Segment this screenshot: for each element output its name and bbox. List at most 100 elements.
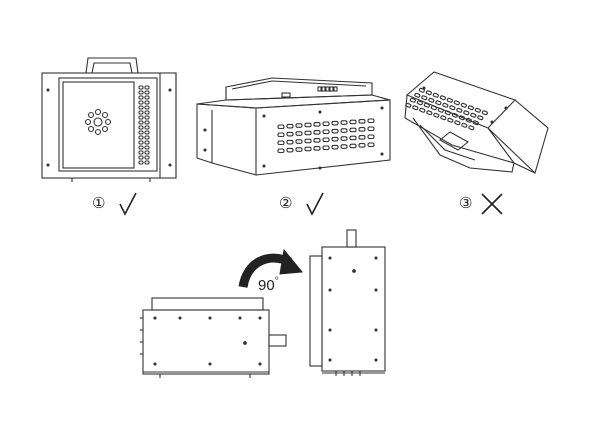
vent-slot (468, 125, 475, 131)
vent-slot (138, 120, 144, 125)
vent-slot (349, 143, 357, 149)
vent-slot (325, 86, 330, 92)
vent-column (138, 85, 150, 165)
vent-slot (317, 86, 322, 92)
connector-cluster (84, 108, 112, 136)
vent-slot (358, 127, 366, 132)
vent-slot (313, 130, 321, 135)
vent-slot (138, 160, 144, 165)
vent-slot (333, 86, 338, 92)
rotation-angle-value: 90 (258, 277, 275, 294)
vent-slot (313, 146, 321, 151)
vent-slot (414, 92, 421, 98)
vent-slot (286, 147, 294, 153)
rotation-arrow (238, 248, 303, 289)
vent-slot (474, 107, 481, 113)
vent-slot (405, 102, 412, 108)
vent-slot (144, 150, 150, 155)
vent-slot (440, 115, 447, 121)
vent-slot (313, 122, 321, 127)
vent-slot (465, 117, 472, 123)
vent-slot (144, 110, 150, 115)
vent-slot (304, 138, 312, 144)
vent-slot (144, 100, 150, 105)
vent-slot (304, 122, 312, 128)
vent-grid-tilted (405, 87, 488, 131)
vent-slot (439, 95, 446, 101)
vent-slot (425, 90, 432, 96)
vent-slot (144, 105, 150, 110)
vent-slot (277, 140, 285, 146)
vent-slot (358, 143, 366, 148)
vent-slot (138, 115, 144, 120)
label-3: ③ (459, 195, 473, 212)
vent-slot (295, 123, 303, 128)
vent-slot (322, 145, 330, 151)
vent-slot (321, 86, 326, 92)
vent-slot (340, 136, 348, 141)
unit-vertical (309, 229, 386, 376)
vent-slot (358, 135, 366, 140)
vent-slot (144, 90, 150, 95)
vent-slot (426, 110, 433, 116)
vent-slot (340, 120, 348, 125)
vent-slot (304, 130, 312, 136)
vent-slot (435, 100, 442, 106)
vent-slot (470, 112, 477, 118)
vent-slot (423, 102, 430, 108)
vent-slot (367, 142, 375, 148)
vent-slot (451, 112, 458, 118)
unit-3-tilted-view (404, 71, 549, 175)
vent-slot (295, 139, 303, 144)
vent-slot (472, 120, 479, 126)
vent-slot (144, 135, 150, 140)
vent-slot (144, 140, 150, 145)
vent-slot (419, 107, 426, 113)
vent-slot (322, 121, 330, 127)
vent-slot (331, 120, 339, 126)
vent-slot (460, 102, 467, 108)
unit-horizontal (140, 297, 287, 378)
vent-slot (331, 136, 339, 142)
vent-slot (295, 131, 303, 136)
vent-slot (428, 97, 435, 103)
vent-slot (144, 155, 150, 160)
vent-slot (367, 126, 375, 132)
rotation-angle-label: 90° (258, 276, 279, 294)
vent-slot (138, 145, 144, 150)
vent-slot (286, 139, 294, 145)
vent-slot (447, 117, 454, 123)
cross-mark-3 (481, 193, 503, 215)
vent-slot (421, 95, 428, 101)
vent-slot (138, 95, 144, 100)
vent-slot (412, 105, 419, 111)
vent-slot (144, 115, 150, 120)
vent-slot (331, 128, 339, 134)
vent-slot (456, 107, 463, 113)
vent-slot (304, 146, 312, 152)
vent-slot (277, 124, 285, 130)
vent-slot (144, 85, 150, 90)
vent-slot (329, 86, 334, 92)
check-mark-2 (306, 192, 324, 216)
vent-slot (442, 102, 449, 108)
vent-slot (322, 137, 330, 143)
vent-slot (138, 150, 144, 155)
vent-slot (144, 125, 150, 130)
vent-slot (349, 119, 357, 125)
vent-slot (454, 120, 461, 126)
vent-slot (277, 148, 285, 154)
vent-slot (437, 107, 444, 113)
vent-slot (144, 160, 150, 165)
vent-slot (138, 110, 144, 115)
vent-slot (349, 135, 357, 141)
vent-slot (409, 97, 416, 103)
vent-slot (463, 110, 470, 116)
vent-slot (138, 90, 144, 95)
vent-slot (277, 132, 285, 138)
vent-slot (477, 115, 484, 121)
vent-slot (430, 105, 437, 111)
vent-slot (138, 125, 144, 130)
